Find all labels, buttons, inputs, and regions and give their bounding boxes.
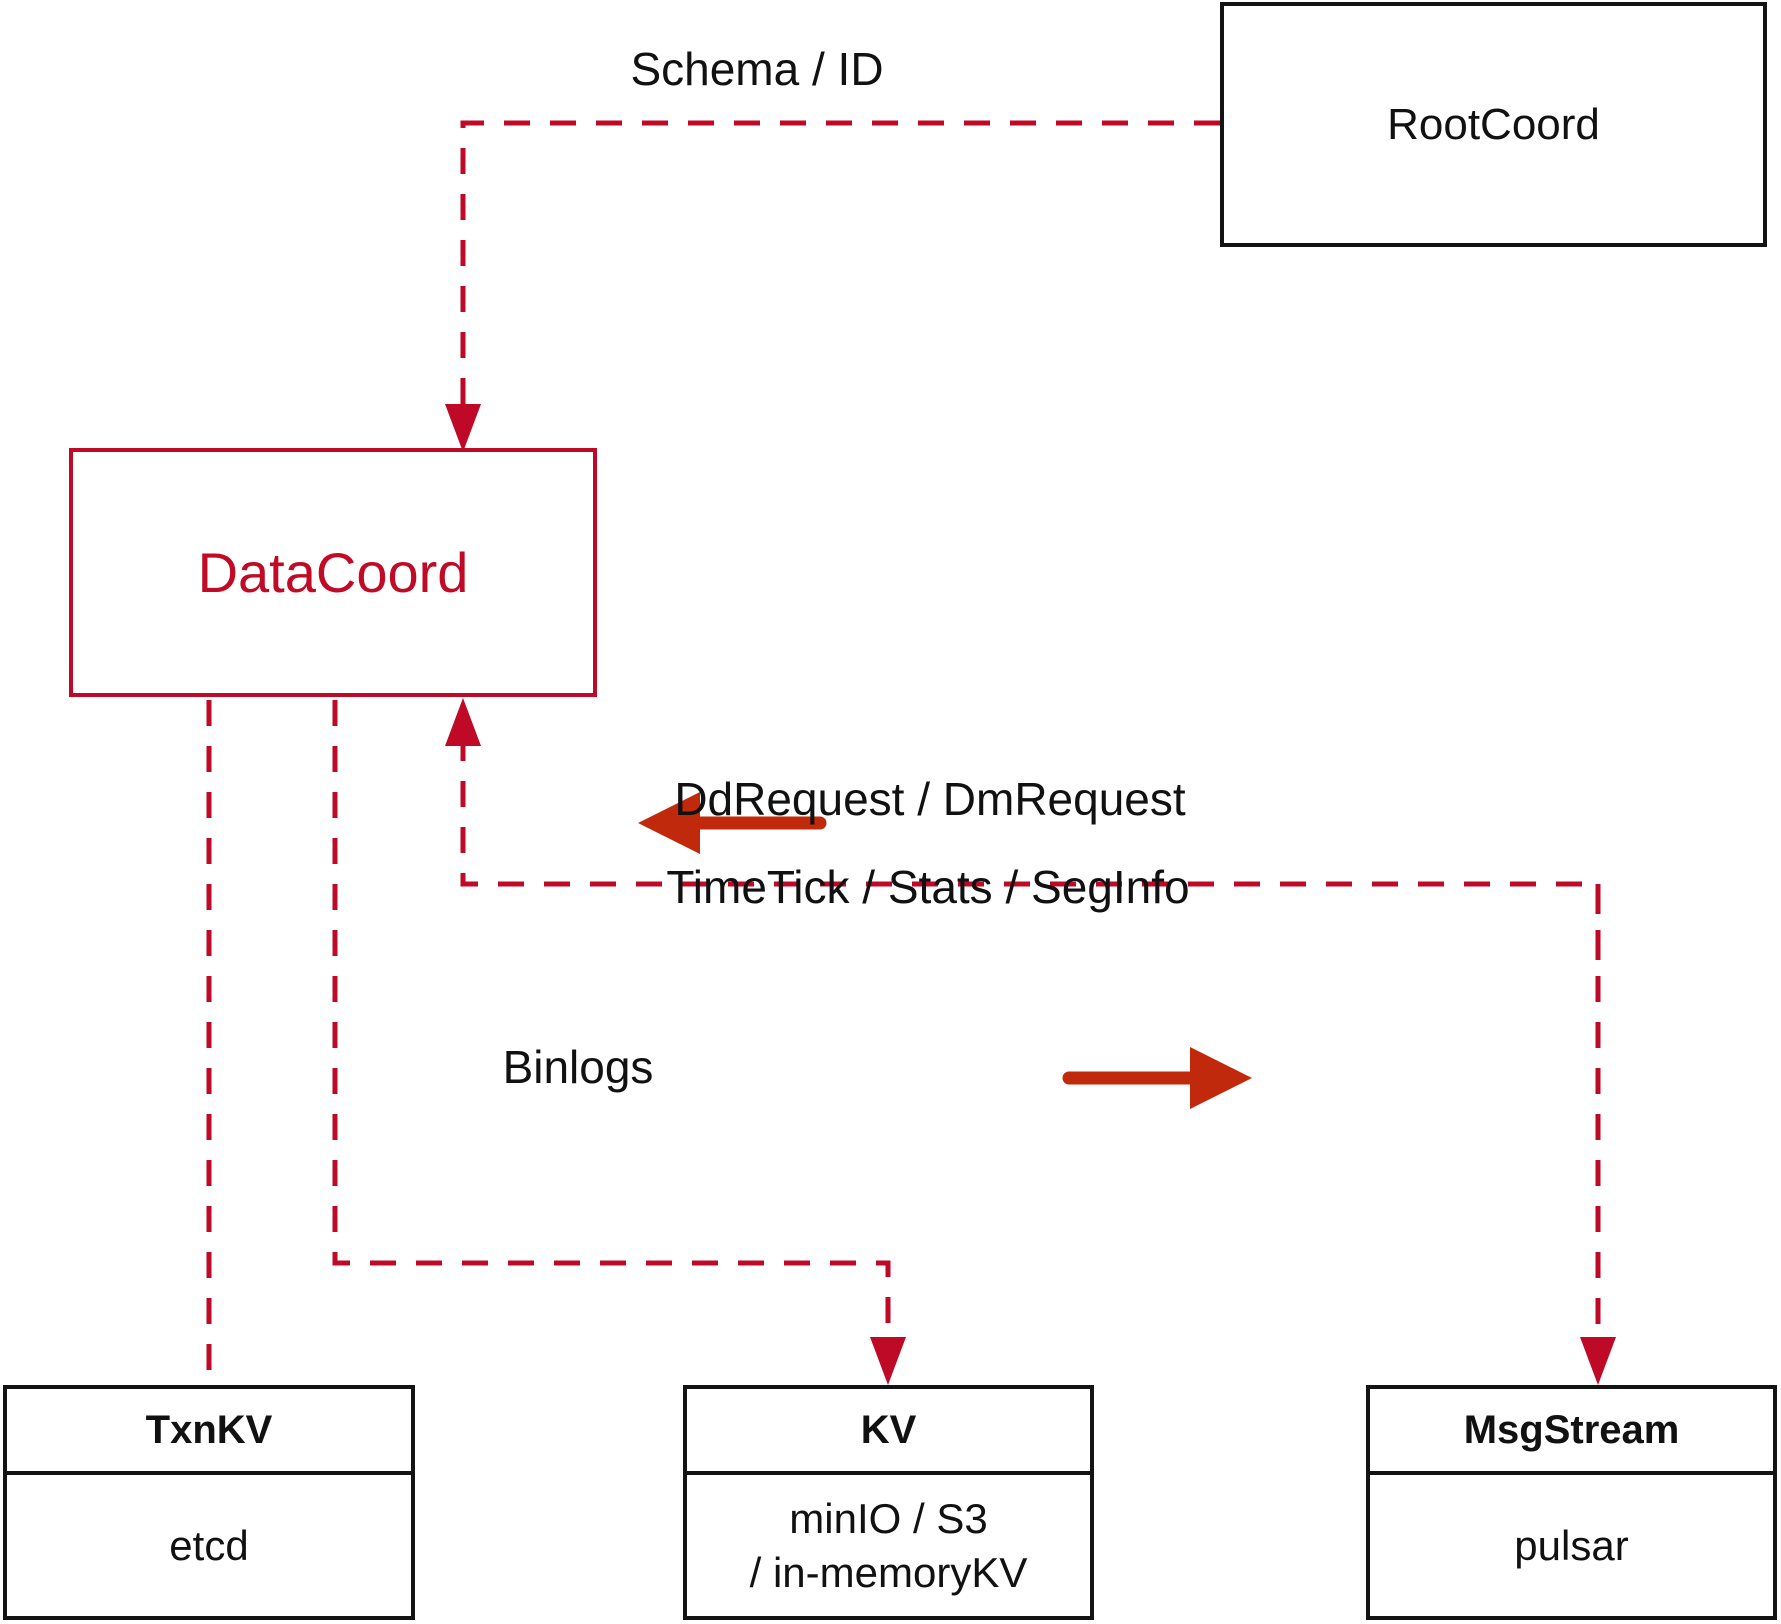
node-kv-body: minIO / S3 / in-memoryKV [687, 1475, 1090, 1616]
node-kv[interactable]: KV minIO / S3 / in-memoryKV [683, 1385, 1094, 1620]
node-msgstream-body-line-1: pulsar [1514, 1521, 1629, 1569]
edge-schema-id [445, 120, 1220, 452]
node-datacoord[interactable]: DataCoord [69, 448, 597, 697]
edge-ddrequest-arrowhead [445, 698, 481, 746]
arrow-timetick-right-head [1190, 1047, 1252, 1109]
node-txnkv-title: TxnKV [145, 1407, 273, 1452]
edge-schema-id-arrowhead [445, 404, 481, 452]
node-txnkv[interactable]: TxnKV etcd [3, 1385, 415, 1620]
node-msgstream-body: pulsar [1370, 1475, 1773, 1616]
edge-datacoord-msgstream-arrowhead [1580, 1337, 1616, 1385]
node-txnkv-body: etcd [7, 1475, 411, 1616]
node-datacoord-label: DataCoord [197, 541, 469, 604]
edge-binlogs-arrowhead [870, 1337, 906, 1385]
node-kv-body-line-2: / in-memoryKV [749, 1548, 1028, 1596]
edge-ddrequest-route [445, 698, 1601, 960]
node-msgstream[interactable]: MsgStream pulsar [1366, 1385, 1777, 1620]
edge-label-binlogs: Binlogs [502, 1041, 654, 1093]
edge-label-ddrequest-dmrequest: DdRequest / DmRequest [674, 773, 1186, 825]
node-msgstream-header: MsgStream [1370, 1389, 1773, 1475]
arrow-ddrequest-left [638, 792, 827, 854]
edge-datacoord-msgstream [1580, 884, 1616, 1385]
arrow-ddrequest-left-head [638, 792, 700, 854]
arrow-timetick-right [1062, 1047, 1252, 1109]
node-rootcoord[interactable]: RootCoord [1220, 2, 1767, 247]
node-kv-title: KV [860, 1407, 917, 1452]
edge-schema-id-path [460, 120, 1220, 424]
node-txnkv-header: TxnKV [7, 1389, 411, 1475]
node-kv-header: KV [687, 1389, 1090, 1475]
edge-binlogs-path [332, 700, 891, 1357]
node-txnkv-body-line-1: etcd [169, 1521, 249, 1569]
edge-ddrequest-route-path [460, 726, 1601, 960]
edge-label-schema-id: Schema / ID [630, 43, 884, 95]
edge-label-timetick-stats-seginfo: TimeTick / Stats / SegInfo [666, 861, 1190, 913]
node-msgstream-title: MsgStream [1463, 1407, 1680, 1452]
node-rootcoord-label: RootCoord [1387, 99, 1600, 149]
edge-binlogs [332, 700, 906, 1385]
node-kv-body-line-1: minIO / S3 [789, 1494, 988, 1542]
